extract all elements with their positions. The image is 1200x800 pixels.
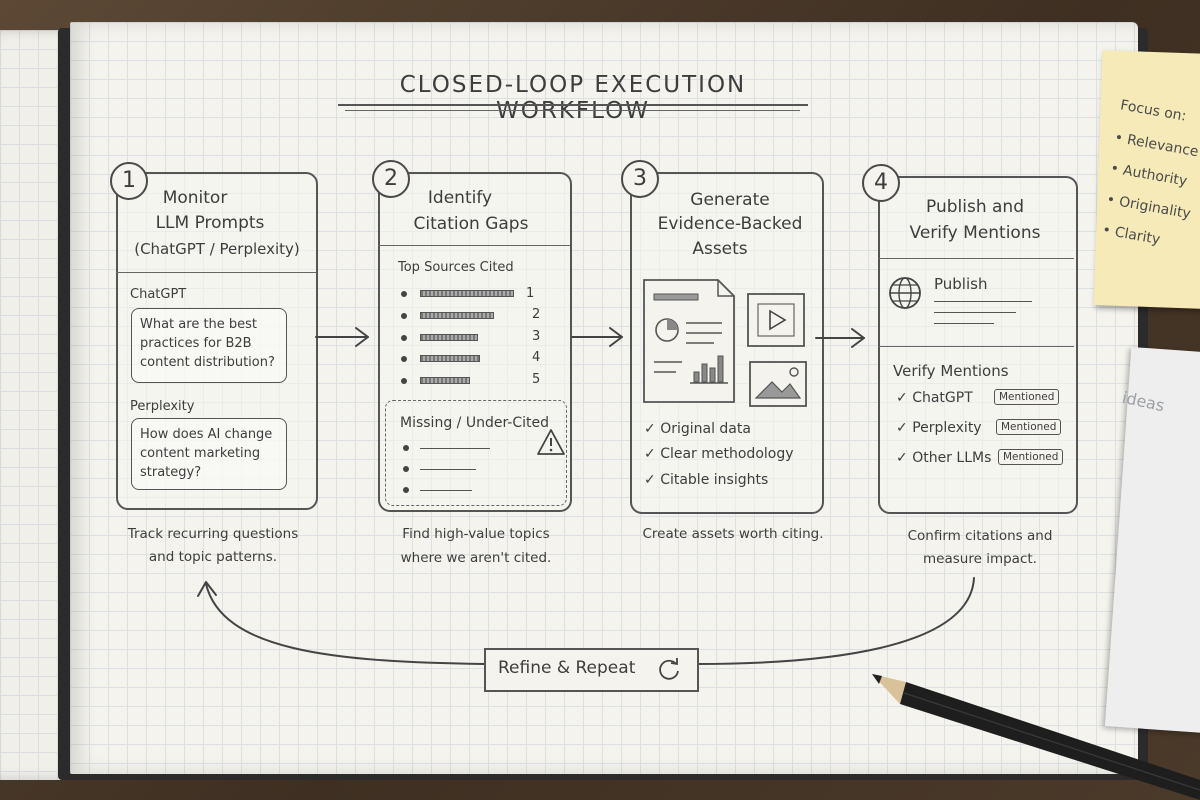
step-1-caption-line-1: Track recurring questions bbox=[127, 526, 299, 542]
missing-line bbox=[420, 490, 472, 491]
missing-label: Missing / Under-Cited bbox=[400, 415, 550, 431]
loop-arrow-right bbox=[695, 577, 975, 665]
step-4-title-line-2: Verify Mentions bbox=[909, 223, 1041, 243]
mention-item-3: ✓ Other LLMs bbox=[896, 450, 992, 466]
mention-item-2: ✓ Perplexity bbox=[896, 420, 982, 436]
step-1-number: 1 bbox=[110, 162, 148, 200]
step-3-caption: Create assets worth citing. bbox=[642, 526, 824, 542]
diagram-title: CLOSED-LOOP EXECUTION WORKFLOW bbox=[399, 72, 747, 124]
source-rank-2: 2 bbox=[532, 307, 541, 322]
step-2-divider bbox=[378, 245, 570, 246]
step-2-caption-line-2: where we aren't cited. bbox=[400, 550, 552, 566]
source-bullet bbox=[401, 378, 407, 384]
step-2-card bbox=[378, 172, 572, 512]
mentioned-badge: Mentioned bbox=[994, 389, 1060, 405]
step-3-title-line-2: Evidence-Backed bbox=[657, 214, 803, 234]
missing-sources-box bbox=[385, 400, 567, 506]
step-2-caption-line-1: Find high-value topics bbox=[402, 526, 550, 542]
step-3-title-line-3: Assets bbox=[692, 239, 748, 259]
perplexity-question-bubble: How does AI change content marketing str… bbox=[131, 418, 287, 490]
missing-bullet bbox=[403, 445, 409, 451]
report-document-icon bbox=[643, 279, 735, 403]
step-4-caption-line-1: Confirm citations and bbox=[907, 528, 1053, 544]
step-4-number: 4 bbox=[862, 164, 900, 202]
image-icon bbox=[749, 361, 807, 407]
source-bullet bbox=[401, 335, 407, 341]
source-bar-4 bbox=[420, 355, 480, 362]
source-bullet bbox=[401, 356, 407, 362]
check-label: Clear methodology bbox=[660, 446, 794, 462]
source-bar-3 bbox=[420, 334, 478, 341]
mentioned-badge: Mentioned bbox=[998, 449, 1064, 465]
refresh-icon bbox=[659, 658, 679, 680]
step-2-title-line-1: Identify bbox=[427, 188, 493, 208]
step-4-title-line-1: Publish and bbox=[926, 197, 1024, 217]
missing-bullet bbox=[403, 487, 409, 493]
check-item-2: ✓ Clear methodology bbox=[644, 446, 794, 462]
publish-line bbox=[934, 301, 1032, 302]
source-bullet bbox=[401, 313, 407, 319]
missing-bullet bbox=[403, 466, 409, 472]
source-bar-5 bbox=[420, 377, 470, 384]
top-sources-label: Top Sources Cited bbox=[398, 260, 514, 275]
check-item-3: ✓ Citable insights bbox=[644, 472, 769, 488]
missing-line bbox=[420, 469, 476, 470]
assets-illustration bbox=[643, 279, 807, 407]
step-3-title-line-1: Generate bbox=[690, 190, 770, 210]
mention-item-1: ✓ ChatGPT bbox=[896, 390, 973, 406]
video-icon bbox=[747, 293, 805, 347]
warning-triangle-icon bbox=[537, 429, 565, 455]
mention-name: Perplexity bbox=[912, 420, 982, 436]
step-1-caption-line-2: and topic patterns. bbox=[148, 549, 278, 565]
step-4-divider bbox=[878, 258, 1074, 259]
publish-label: Publish bbox=[934, 275, 988, 293]
step-4-divider-2 bbox=[878, 346, 1074, 347]
step-1-title-line-1: Monitor bbox=[162, 188, 228, 208]
step-1-divider bbox=[116, 272, 316, 273]
step-3-number: 3 bbox=[621, 160, 659, 198]
globe-icon bbox=[889, 277, 921, 309]
source-bullet bbox=[401, 291, 407, 297]
step-4-caption-line-2: measure impact. bbox=[923, 551, 1037, 567]
source-rank-1: 1 bbox=[526, 286, 535, 301]
source-rank-3: 3 bbox=[532, 329, 541, 344]
loop-arrow-left bbox=[205, 583, 485, 665]
title-underline bbox=[338, 104, 808, 106]
check-item-1: ✓ Original data bbox=[644, 421, 751, 437]
mention-name: ChatGPT bbox=[912, 390, 973, 406]
check-label: Citable insights bbox=[660, 472, 769, 488]
source-rank-5: 5 bbox=[532, 372, 541, 387]
check-label: Original data bbox=[660, 421, 751, 437]
chatgpt-label: ChatGPT bbox=[130, 287, 187, 302]
source-bar-1 bbox=[420, 290, 514, 297]
title-underline-2 bbox=[345, 110, 800, 111]
source-rank-4: 4 bbox=[532, 350, 541, 365]
step-2-title-line-2: Citation Gaps bbox=[413, 214, 529, 234]
verify-mentions-label: Verify Mentions bbox=[893, 362, 1009, 380]
step-1-title-line-3: (ChatGPT / Perplexity) bbox=[134, 240, 300, 258]
missing-line bbox=[420, 448, 490, 449]
chatgpt-question-bubble: What are the best practices for B2B cont… bbox=[131, 308, 287, 383]
step-1-title-line-2: LLM Prompts bbox=[155, 213, 265, 233]
source-bar-2 bbox=[420, 312, 494, 319]
pencil bbox=[872, 674, 1200, 800]
sticky-item-label: Clarity bbox=[1113, 224, 1162, 248]
publish-line bbox=[934, 312, 1016, 313]
refine-repeat-box bbox=[484, 648, 699, 692]
publish-line bbox=[934, 323, 994, 324]
refine-repeat-label: Refine & Repeat bbox=[498, 658, 636, 678]
mention-name: Other LLMs bbox=[912, 450, 992, 466]
step-2-number: 2 bbox=[372, 160, 410, 198]
mentioned-badge: Mentioned bbox=[996, 419, 1062, 435]
perplexity-label: Perplexity bbox=[130, 399, 195, 414]
